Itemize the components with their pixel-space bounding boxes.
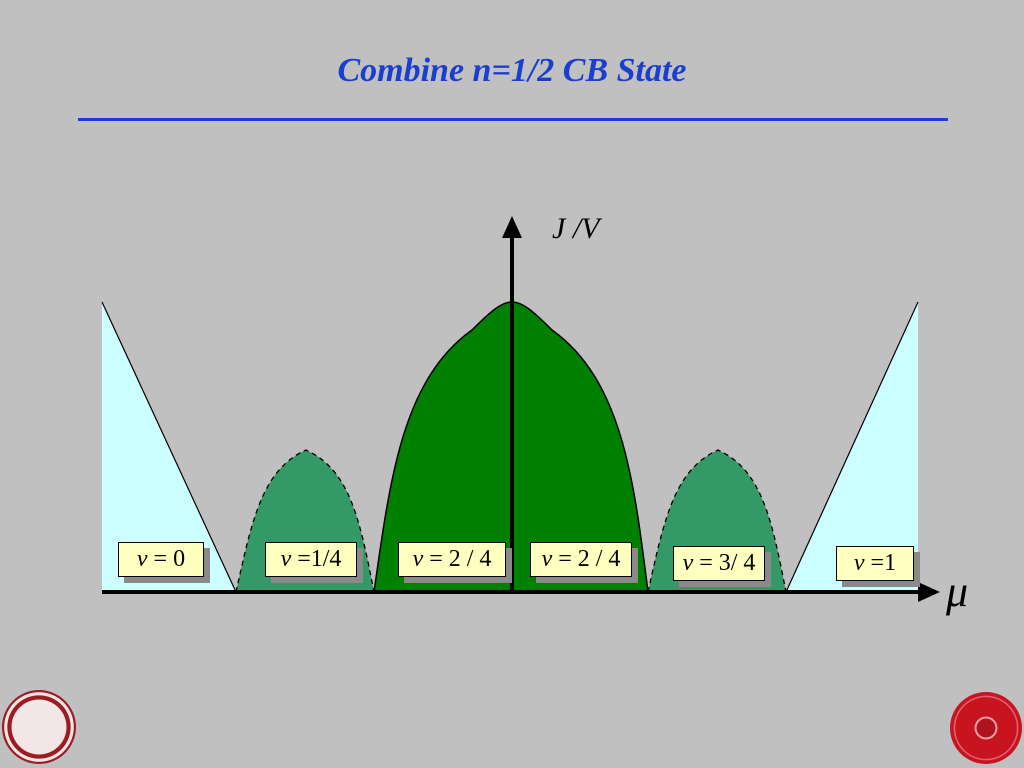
phase-label-nu-3-4: ν = 3/ 4: [673, 546, 765, 581]
phase-label-value: = 0: [147, 546, 186, 572]
y-axis-label: J /V: [552, 212, 600, 245]
red-seal-logo: [950, 692, 1022, 764]
phase-label-symbol: ν: [541, 546, 553, 572]
phase-label-symbol: ν: [682, 550, 694, 576]
phase-label-value: =1/4: [291, 546, 342, 572]
y-axis-arrowhead: [502, 216, 522, 238]
phase-label-value: = 2 / 4: [423, 546, 492, 572]
phase-label-symbol: ν: [412, 546, 424, 572]
phase-label-value: = 2 / 4: [552, 546, 621, 572]
phase-label-symbol: ν: [136, 546, 148, 572]
phase-label-nu-2-4-right: ν = 2 / 4: [530, 542, 632, 577]
stanford-seal-logo: [2, 690, 76, 764]
phase-label-symbol: ν: [853, 550, 865, 576]
phase-label-nu-1-4: ν =1/4: [265, 542, 357, 577]
slide-title: Combine n=1/2 CB State: [337, 52, 687, 89]
x-axis-label: μ: [946, 567, 969, 616]
phase-label-value: = 3/ 4: [693, 550, 756, 576]
title-rule: [78, 118, 948, 121]
phase-label-symbol: ν: [280, 546, 292, 572]
phase-boundary-nu-0: [101, 301, 237, 593]
x-axis-arrowhead: [918, 582, 940, 602]
phase-boundary-nu-1: [785, 301, 919, 593]
phase-label-nu-0: ν = 0: [118, 542, 204, 577]
phase-label-nu-2-4-left: ν = 2 / 4: [398, 542, 506, 577]
phase-label-nu-1: ν =1: [836, 546, 914, 581]
phase-label-value: =1: [864, 550, 897, 576]
